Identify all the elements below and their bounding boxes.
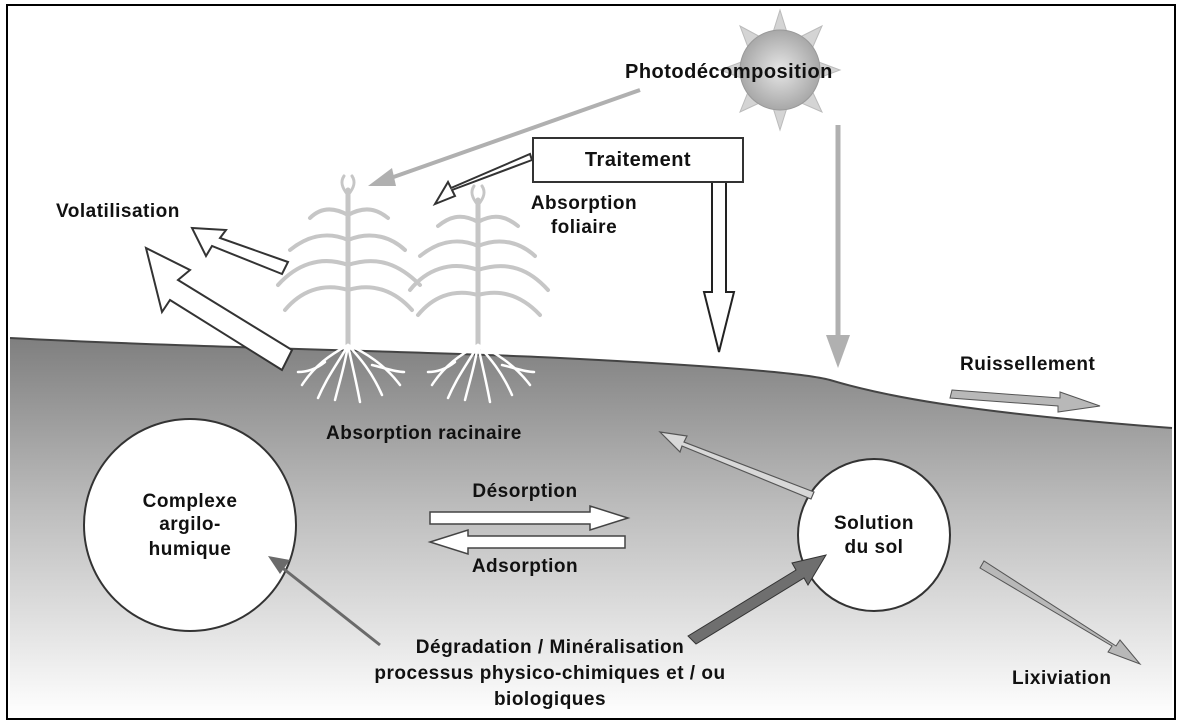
degradation-label-line1: Dégradation / Minéralisation bbox=[230, 637, 870, 659]
traitement-label: Traitement bbox=[585, 149, 691, 172]
absorption-foliaire-label-line2: foliaire bbox=[498, 217, 670, 239]
volatilisation-arrow bbox=[192, 228, 288, 274]
traitement-arrow-to-soil bbox=[704, 182, 734, 352]
ruissellement-label: Ruissellement bbox=[960, 354, 1095, 376]
solution-du-sol-circle bbox=[798, 459, 950, 611]
complexe-label-line1: Complexe bbox=[84, 490, 296, 513]
degradation-label-line3: biologiques bbox=[230, 689, 870, 711]
solution-label-line2: du sol bbox=[798, 536, 950, 559]
plant-icon bbox=[278, 176, 420, 350]
desorption-label: Désorption bbox=[420, 481, 630, 503]
solution-label-line1: Solution bbox=[798, 512, 950, 535]
volatilisation-label: Volatilisation bbox=[56, 201, 180, 223]
complexe-label-line3: humique bbox=[84, 538, 296, 561]
adsorption-label: Adsorption bbox=[420, 556, 630, 578]
lixiviation-label: Lixiviation bbox=[1012, 668, 1111, 690]
absorption-racinaire-label: Absorption racinaire bbox=[326, 423, 522, 445]
absorption-foliaire-label-line1: Absorption bbox=[498, 193, 670, 215]
complexe-label-line2: argilo- bbox=[84, 513, 296, 536]
photodecomposition-label: Photodécomposition bbox=[625, 61, 833, 84]
traitement-box: Traitement bbox=[532, 137, 744, 183]
degradation-label-line2: processus physico-chimiques et / ou bbox=[230, 663, 870, 685]
photodecomposition-arrow-to-soil bbox=[826, 125, 850, 368]
